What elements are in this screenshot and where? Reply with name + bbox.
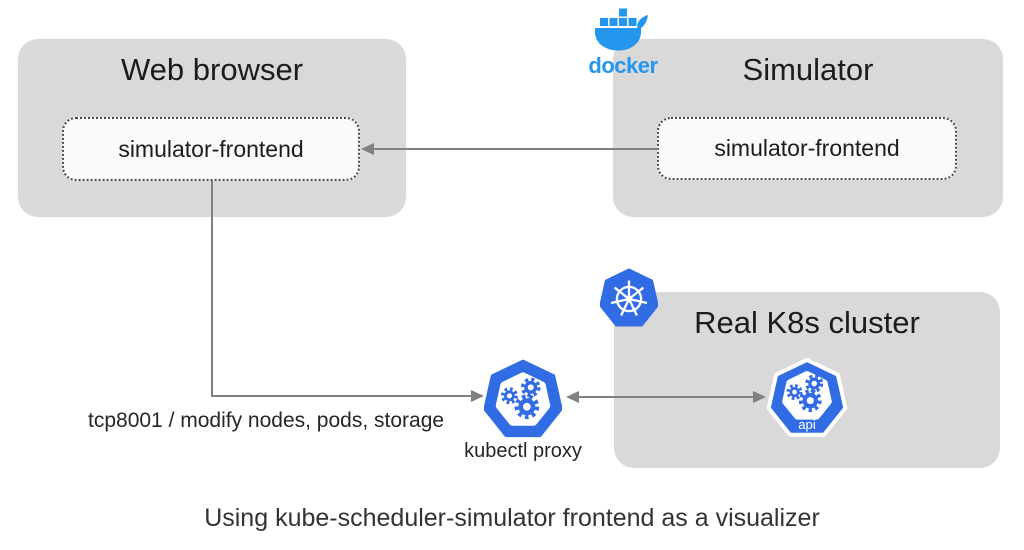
diagram-caption: Using kube-scheduler-simulator frontend … [204,504,820,532]
real-k8s-cluster-title: Real K8s cluster [694,305,920,340]
kubectl-proxy-label: kubectl proxy [464,440,582,462]
web-browser-title: Web browser [120,52,304,87]
docker-logo: docker [581,6,665,77]
simulator-frontend-node: simulator-frontend [657,117,957,180]
simulator-title: Simulator [742,52,874,87]
browser-simulator-frontend-node: simulator-frontend [62,117,360,181]
docker-wordmark: docker [588,53,658,78]
browser-simulator-frontend-label: simulator-frontend [118,135,304,162]
kubernetes-logo-icon [600,268,658,327]
kube-apiserver-icon: api [766,357,848,437]
edge-label-tcp8001: tcp8001 / modify nodes, pods, storage [88,409,445,432]
api-icon-label: api [798,417,816,432]
docker-whale-icon [595,8,648,51]
simulator-frontend-label: simulator-frontend [714,135,900,161]
kubectl-proxy-icon [484,359,562,438]
